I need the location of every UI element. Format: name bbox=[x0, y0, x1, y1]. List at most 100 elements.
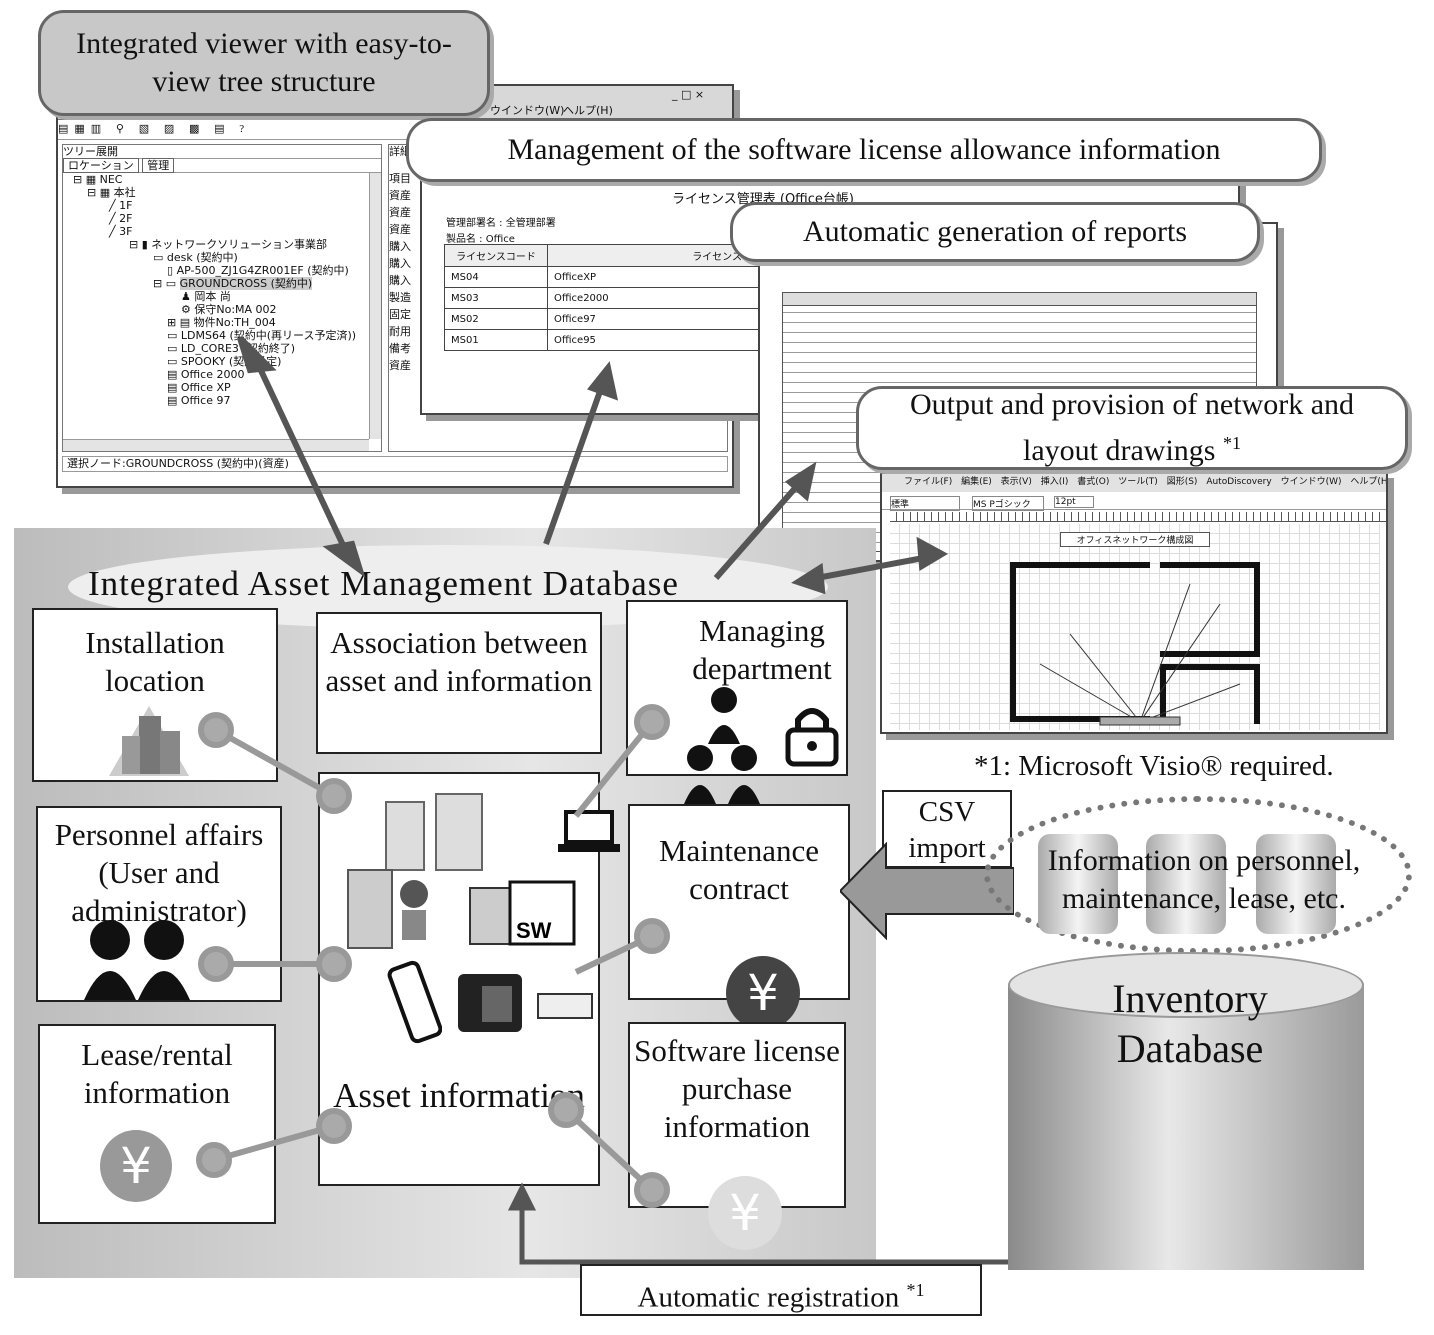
source-cylinder bbox=[1146, 834, 1226, 934]
router-icon bbox=[537, 993, 593, 1019]
detail-label: 固定 bbox=[389, 308, 411, 321]
detail-label: 耐用 bbox=[389, 325, 411, 338]
tree-item[interactable]: ╱ 3F bbox=[109, 225, 133, 238]
info-sources-group bbox=[984, 796, 1412, 954]
menu-insert[interactable]: 挿入(I) bbox=[1040, 477, 1069, 487]
card-managing-department: Managing department bbox=[626, 600, 848, 776]
tab-management[interactable]: 管理 bbox=[142, 158, 175, 173]
card-maintenance-contract: Maintenance contract ¥ bbox=[628, 804, 850, 1030]
card-title: Association between asset and informatio… bbox=[325, 625, 593, 698]
tree-item[interactable]: ▭ LD_CORE3 (契約終了) bbox=[167, 342, 295, 355]
source-cylinder bbox=[1038, 834, 1118, 934]
visio-menu-bar: ファイル(F) 編集(E) 表示(V) 挿入(I) 書式(O) ツール(T) 図… bbox=[882, 474, 1386, 492]
visio-note: *1: Microsoft Visio® required. bbox=[974, 750, 1334, 782]
tree-item[interactable]: ⊞ ▤ 物件No:TH_004 bbox=[167, 316, 276, 329]
auto-registration-label: Automatic registration *1 bbox=[580, 1264, 982, 1316]
card-software-license: Software license purchase information bbox=[628, 1022, 846, 1208]
detail-label: 購入 bbox=[389, 240, 411, 253]
detail-label: 製造 bbox=[389, 291, 411, 304]
callout-integrated-viewer: Integrated viewer with easy-to-view tree… bbox=[38, 10, 490, 116]
detail-label: 項目 bbox=[389, 172, 411, 185]
visio-window: ファイル(F) 編集(E) 表示(V) 挿入(I) 書式(O) ツール(T) 図… bbox=[880, 472, 1388, 734]
visio-format-bar: 標準 MS Pゴシック 12pt bbox=[882, 494, 1386, 511]
menu-edit[interactable]: 編集(E) bbox=[961, 477, 992, 487]
tree-item-selected[interactable]: ⊟ ▭ GROUNDCROSS (契約中) bbox=[153, 277, 313, 290]
style-box[interactable]: 標準 bbox=[890, 496, 960, 511]
inventory-database-cylinder bbox=[1008, 984, 1364, 1270]
card-title: Managing department bbox=[692, 613, 832, 686]
detail-label: 購入 bbox=[389, 274, 411, 287]
detail-panel-title: 詳細 bbox=[389, 145, 411, 158]
detail-label: 資産 bbox=[389, 189, 411, 202]
switch-icon: SW bbox=[469, 880, 576, 946]
detail-label: 資産 bbox=[389, 206, 411, 219]
tree-item[interactable]: ▯ AP-500_ZJ1G4ZR001EF (契約中) bbox=[167, 264, 349, 277]
toolbar: ▤▦▥ ⚲ ▧ ▨ ▩ ▤ ? bbox=[58, 122, 732, 140]
person-icon bbox=[708, 687, 740, 744]
tree-item[interactable]: ▭ LDMS64 (契約中(再リース予定済)) bbox=[167, 329, 357, 342]
window-controls[interactable]: _ □ × bbox=[672, 88, 705, 101]
font-box[interactable]: MS Pゴシック bbox=[972, 496, 1044, 511]
menu-file[interactable]: ファイル(F) bbox=[904, 477, 953, 487]
card-personnel-affairs: Personnel affairs (User and administrato… bbox=[36, 806, 282, 1002]
menu-shapes[interactable]: 図形(S) bbox=[1166, 477, 1198, 487]
floor-plan-room bbox=[1160, 562, 1260, 657]
people-icon bbox=[84, 920, 190, 1000]
switch-label: SW bbox=[516, 918, 552, 943]
menu-autodiscovery[interactable]: AutoDiscovery bbox=[1206, 477, 1272, 487]
menu-format[interactable]: 書式(O) bbox=[1077, 477, 1110, 487]
tree-item[interactable]: ▭ desk (契約中) bbox=[153, 251, 238, 264]
tree-item[interactable]: ▤ Office XP bbox=[167, 381, 231, 394]
drawing-title: オフィスネットワーク構成図 bbox=[1060, 532, 1210, 547]
lock-icon bbox=[785, 708, 839, 767]
callout-network-drawings: Output and provision of network and layo… bbox=[856, 386, 1408, 470]
tree-item[interactable]: ╱ 1F bbox=[109, 199, 133, 212]
detail-label: 購入 bbox=[389, 257, 411, 270]
panel-title: ツリー展開 bbox=[63, 145, 381, 159]
tree-item[interactable]: ⚙ 保守No:MA 002 bbox=[181, 303, 277, 316]
desk-phone-icon bbox=[458, 974, 522, 1032]
card-title: Maintenance contract bbox=[658, 833, 820, 906]
menu-window[interactable]: ウインドウ(W) bbox=[1280, 477, 1342, 487]
tree-item[interactable]: ▤ Office 97 bbox=[167, 394, 231, 407]
card-title: Asset information bbox=[333, 1076, 585, 1115]
table-header-row: ライセンスコード ライセンス名 bbox=[444, 244, 759, 267]
detail-label: 資産 bbox=[389, 223, 411, 236]
tree-item[interactable]: ▤ Office 2000 bbox=[167, 368, 245, 381]
detail-labels: 項目 資産 資産 資産 購入 購入 購入 製造 固定 耐用 備考 資産 bbox=[389, 158, 727, 374]
callout-license-management: Management of the software license allow… bbox=[406, 118, 1322, 182]
card-association: Association between asset and informatio… bbox=[316, 612, 602, 754]
menu-tools[interactable]: ツール(T) bbox=[1118, 477, 1158, 487]
people-icon bbox=[684, 745, 760, 804]
yen-icon: ¥ bbox=[100, 1130, 172, 1202]
callout-automatic-reports: Automatic generation of reports bbox=[730, 202, 1260, 262]
yen-icon: ¥ bbox=[708, 1176, 782, 1250]
vertical-scrollbar[interactable] bbox=[369, 173, 381, 439]
dept-label: 管理部署名 : 全管理部署 bbox=[446, 218, 556, 229]
menu-window[interactable]: ウインドウ(W) bbox=[490, 104, 565, 117]
mobile-phone-icon bbox=[387, 960, 442, 1044]
ruler bbox=[890, 512, 1386, 522]
network-lines bbox=[1039, 583, 1241, 726]
card-title: Installation location bbox=[85, 625, 225, 698]
tab-location[interactable]: ロケーション bbox=[63, 158, 139, 173]
tree-panel: ツリー展開 ロケーション 管理 ⊟ ▦ NEC ⊟ ▦ 本社 ╱ 1F ╱ 2F… bbox=[62, 144, 382, 452]
menu-help[interactable]: ヘルプ(H) bbox=[1350, 477, 1386, 487]
tree-item[interactable]: ⊟ ▦ NEC bbox=[73, 173, 123, 186]
size-box[interactable]: 12pt bbox=[1054, 496, 1094, 508]
detail-label: 資産 bbox=[389, 359, 411, 372]
tree-item[interactable]: ♟ 岡本 尚 bbox=[181, 290, 231, 303]
tree-item[interactable]: ⊟ ▮ ネットワークソリューション事業部 bbox=[129, 238, 328, 251]
menu-view[interactable]: 表示(V) bbox=[1000, 477, 1032, 487]
menu-help[interactable]: ヘルプ(H) bbox=[563, 104, 613, 117]
detail-label: 備考 bbox=[389, 342, 411, 355]
tree-item[interactable]: ╱ 2F bbox=[109, 212, 133, 225]
tree-item[interactable]: ⊟ ▦ 本社 bbox=[87, 186, 136, 199]
floor-plan-room bbox=[1010, 562, 1150, 722]
tree-list: ⊟ ▦ NEC ⊟ ▦ 本社 ╱ 1F ╱ 2F ╱ 3F ⊟ ▮ ネットワーク… bbox=[63, 173, 381, 407]
drawing-canvas[interactable]: オフィスネットワーク構成図 bbox=[890, 524, 1380, 730]
status-text: 選択ノード:GROUNDCROSS (契約中)(資産) bbox=[67, 457, 289, 470]
